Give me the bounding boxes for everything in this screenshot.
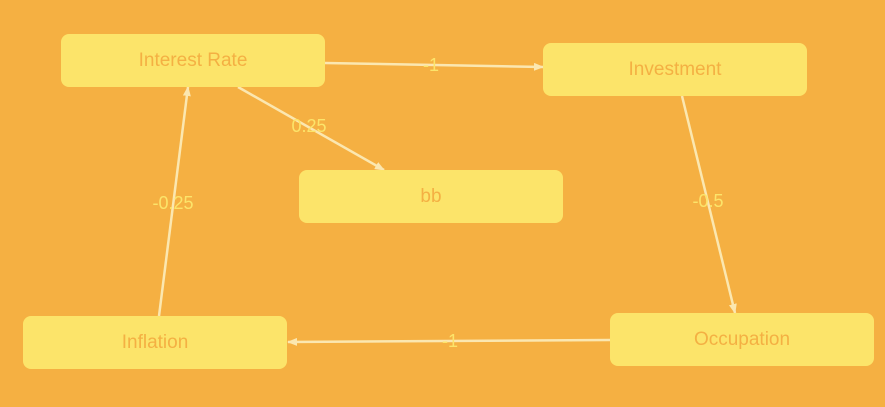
edge-line <box>287 337 611 346</box>
edge-investment-to-occupation: -0.5 <box>680 95 737 314</box>
edge-label-investment-occupation: -0.5 <box>692 191 723 211</box>
edge-label-interest-bb: 0.25 <box>291 116 326 136</box>
edge-occupation-to-inflation: -1 <box>287 331 611 351</box>
edge-line <box>324 61 544 71</box>
edge-interest-to-investment: -1 <box>324 55 544 75</box>
node-bb[interactable]: bb <box>299 170 563 223</box>
edge-line <box>157 86 191 317</box>
edge-label-occupation-inflation: -1 <box>442 331 458 351</box>
node-inflation[interactable]: Inflation <box>23 316 287 369</box>
edge-line <box>237 85 385 172</box>
edge-line <box>680 95 737 314</box>
edge-inflation-to-interest: -0.25 <box>152 86 194 317</box>
node-occupation[interactable]: Occupation <box>610 313 874 366</box>
edge-label-interest-investment: -1 <box>423 55 439 75</box>
node-interest-rate[interactable]: Interest Rate <box>61 34 325 87</box>
edge-interest-to-bb: 0.25 <box>237 85 385 172</box>
edge-label-inflation-interest: -0.25 <box>152 193 193 213</box>
node-investment[interactable]: Investment <box>543 43 807 96</box>
